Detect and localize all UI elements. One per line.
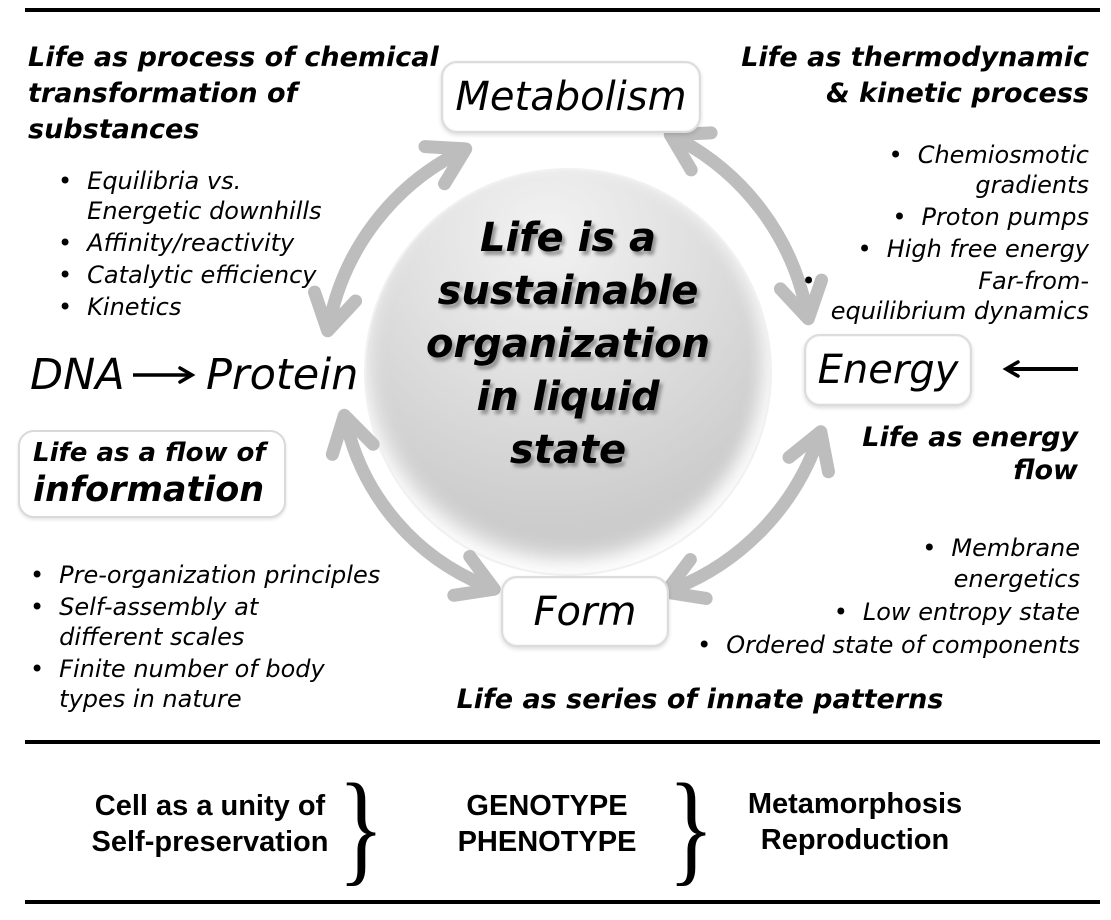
panel-title-innate-patterns: Life as series of innate patterns — [456, 684, 944, 715]
panel-title-energy-flow: Life as energy flow — [862, 422, 1078, 486]
bullet-icon: • — [922, 534, 937, 562]
information-bullets: •Pre-organization principles •Self-assem… — [30, 560, 400, 716]
bullet-icon: • — [30, 655, 45, 683]
footer-metamorphosis-reproduction: Metamorphosis Reproduction — [747, 788, 963, 856]
footer-cell-unity: Cell as a unity of Self-preservation — [91, 790, 329, 858]
bullet-icon: • — [58, 293, 73, 321]
node-form: Form — [501, 576, 669, 647]
node-energy: Energy — [804, 334, 972, 406]
bullet-icon: • — [892, 203, 907, 231]
footer-top-divider — [25, 740, 1100, 744]
list-item: •Equilibria vs. Energetic downhills — [58, 167, 322, 225]
bullet-icon: • — [30, 593, 45, 621]
central-statement: Life is a sustainable organization in li… — [425, 215, 711, 473]
list-item: •Chemiosmotic gradients — [888, 141, 1089, 199]
list-item: •Membrane energetics — [922, 534, 1080, 593]
information-title-line1: Life as a flow of — [33, 438, 266, 468]
list-item: •Affinity/reactivity — [58, 229, 295, 257]
list-item: •Self-assembly at different scales — [30, 593, 259, 651]
thermodynamic-bullets: •Chemiosmotic gradients •Proton pumps •H… — [759, 140, 1089, 328]
dna-label: DNA — [30, 350, 125, 400]
node-information: Life as a flow of information — [18, 430, 286, 518]
list-item: •Ordered state of components — [697, 631, 1080, 659]
energy-flow-bullets: •Membrane energetics •Low entropy state … — [660, 533, 1080, 663]
bullet-icon: • — [857, 235, 872, 263]
panel-title-thermodynamic: Life as thermodynamic & kinetic process — [741, 42, 1089, 109]
bullet-icon: • — [30, 561, 45, 589]
list-item: •Far-from- equilibrium dynamics — [801, 267, 1089, 325]
footer-genotype-phenotype: GENOTYPE PHENOTYPE — [457, 790, 637, 858]
list-item: •Catalytic efficiency — [58, 261, 317, 289]
list-item: •Kinetics — [58, 293, 182, 321]
panel-title-chemical-transformation: Life as process of chemical transformati… — [28, 42, 439, 145]
bullet-icon: • — [888, 141, 903, 169]
bullet-icon: • — [58, 229, 73, 257]
bullet-icon: • — [833, 598, 848, 626]
list-item: •Proton pumps — [892, 203, 1089, 231]
bullet-icon: • — [58, 261, 73, 289]
bullet-icon: • — [801, 267, 816, 295]
protein-label: Protein — [206, 350, 359, 400]
list-item: •Finite number of body types in nature — [30, 655, 325, 713]
bullet-icon: • — [697, 631, 712, 659]
bottom-divider — [25, 900, 1100, 904]
chemical-transformation-bullets: •Equilibria vs. Energetic downhills •Aff… — [58, 166, 388, 324]
curly-brace-icon: } — [338, 757, 385, 897]
node-metabolism: Metabolism — [441, 61, 701, 133]
list-item: •Pre-organization principles — [30, 561, 381, 589]
information-title-line2: information — [33, 470, 265, 510]
list-item: •High free energy — [857, 235, 1089, 263]
curly-brace-icon: } — [668, 757, 715, 897]
bullet-icon: • — [58, 167, 73, 195]
list-item: •Low entropy state — [833, 598, 1080, 626]
top-divider — [25, 8, 1100, 12]
central-circle: Life is a sustainable organization in li… — [366, 170, 770, 574]
